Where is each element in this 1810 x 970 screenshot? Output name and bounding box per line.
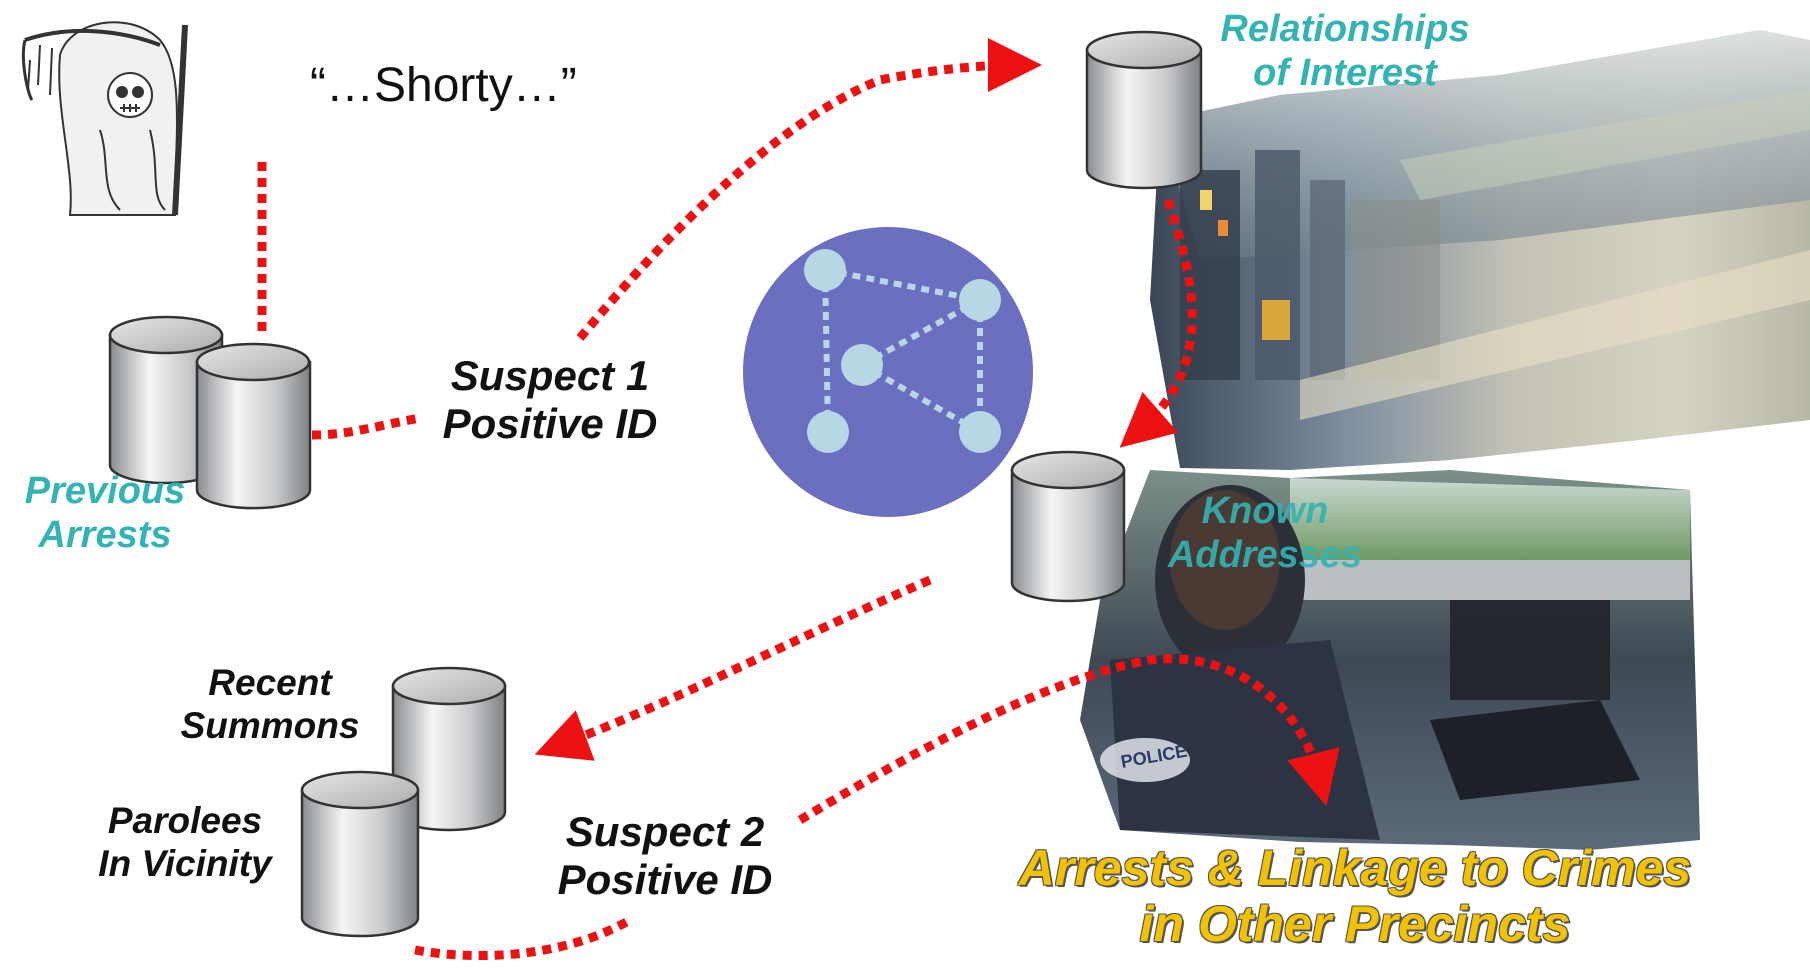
relationships-to-known — [1119, 198, 1197, 448]
label-known-line2: Addresses — [1167, 533, 1363, 576]
quote-text: “…Shorty…” — [310, 59, 577, 112]
database-recent-summons — [391, 666, 507, 832]
label-suspect2-line1: Suspect 2 — [565, 808, 765, 855]
database-previous-arrests-back — [108, 315, 224, 485]
label-previous-line2: Arrests — [38, 513, 172, 556]
database-relationships — [1085, 30, 1203, 190]
grim-reaper-icon — [21, 21, 188, 216]
label-suspect1-line2: Positive ID — [442, 400, 658, 448]
label-relationships: Relationships of Interest — [1190, 8, 1500, 95]
suspect1-to-relationships — [576, 38, 1042, 341]
database-known-addresses — [1010, 450, 1126, 603]
label-suspect2-line2: Positive ID — [557, 856, 773, 904]
label-result-line2: in Other Precincts — [1139, 896, 1571, 952]
label-parolees-line2: In Vicinity — [98, 842, 272, 884]
label-suspect1-line1: Suspect 1 — [450, 352, 650, 399]
label-recent-summons: Recent Summons — [150, 662, 390, 747]
label-suspect1: Suspect 1 Positive ID — [400, 352, 700, 449]
label-result-line1: Arrests & Linkage to Crimes — [1018, 840, 1692, 896]
parolees-to-suspect2 — [414, 916, 633, 961]
label-recent-line1: Recent — [208, 662, 332, 703]
network-graph-icon — [743, 227, 1033, 517]
label-relationships-line1: Relationships — [1220, 8, 1470, 50]
label-previous-arrests: Previous Arrests — [0, 470, 210, 557]
label-recent-line2: Summons — [180, 704, 360, 746]
known-to-recent — [534, 575, 932, 761]
connectors — [257, 38, 1340, 961]
label-suspect2: Suspect 2 Positive ID — [515, 808, 815, 905]
suspect2-to-arrests — [797, 654, 1340, 824]
label-result: Arrests & Linkage to Crimes in Other Pre… — [985, 840, 1725, 952]
previous-to-suspect1 — [311, 413, 421, 440]
label-known-addresses: Known Addresses — [1110, 490, 1420, 577]
city-photo — [1150, 30, 1810, 470]
label-known-line1: Known — [1201, 490, 1329, 532]
label-relationships-line2: of Interest — [1253, 51, 1437, 94]
label-parolees-line1: Parolees — [107, 800, 263, 841]
database-previous-arrests-front — [195, 342, 312, 510]
police-officer-photo — [1080, 470, 1700, 850]
label-parolees: Parolees In Vicinity — [70, 800, 300, 885]
database-parolees — [300, 770, 420, 938]
label-previous-line1: Previous — [24, 470, 186, 512]
